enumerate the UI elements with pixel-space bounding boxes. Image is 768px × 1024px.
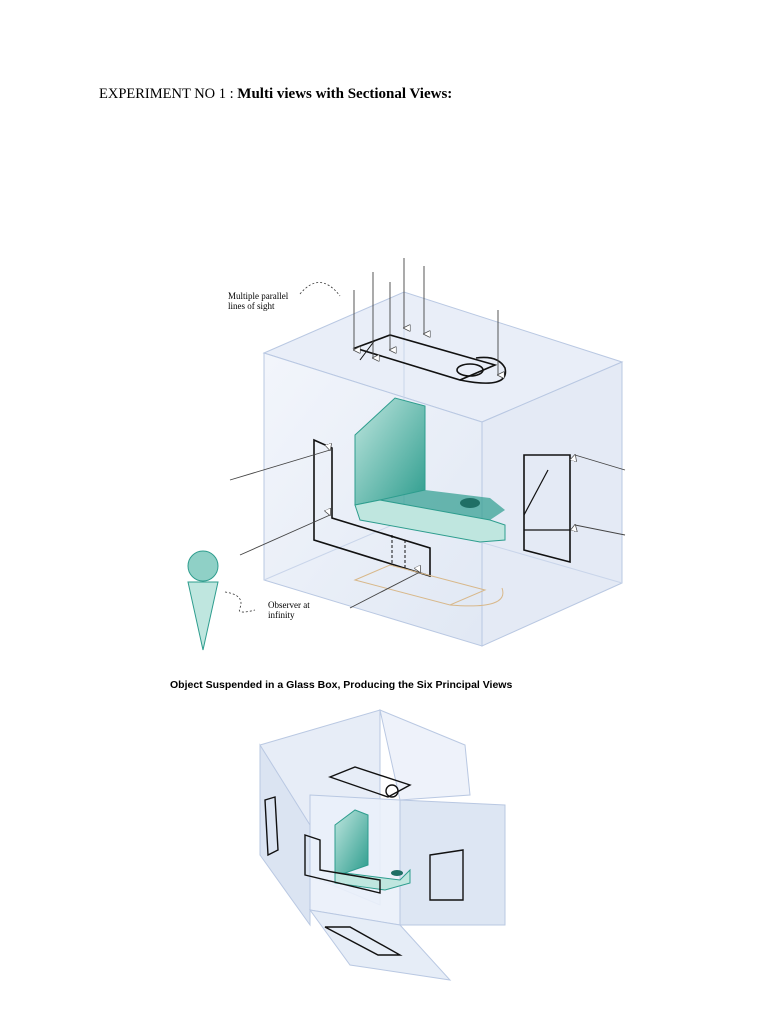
- small-views: [264, 766, 464, 956]
- heading-title: Multi views with Sectional Views:: [237, 86, 453, 102]
- side-view: [523, 454, 571, 564]
- side-arrows: [229, 450, 626, 609]
- top-view: [352, 334, 507, 384]
- heading-prefix: EXPERIMENT NO 1 :: [99, 86, 234, 102]
- observer-icon: [187, 550, 219, 651]
- glass-box: [262, 291, 624, 647]
- observer-label-2: infinity: [268, 610, 295, 620]
- glass-panels: [259, 709, 506, 981]
- teal-object: [354, 397, 506, 543]
- observer-label-1: Observer at: [268, 600, 310, 610]
- lines-of-sight-label-1: Multiple parallel: [228, 291, 289, 301]
- figure-caption: Object Suspended in a Glass Box, Produci…: [170, 679, 513, 691]
- glass-box-figure: Multiple parallel lines of sight Observe…: [187, 258, 626, 651]
- unfolded-glass-box-figure: [259, 709, 506, 981]
- bottom-view: [353, 564, 504, 607]
- experiment-heading: EXPERIMENT NO 1 : Multi views with Secti…: [99, 86, 452, 103]
- lines-of-sight-label-2: lines of sight: [228, 301, 275, 311]
- lines-of-sight: [354, 258, 498, 375]
